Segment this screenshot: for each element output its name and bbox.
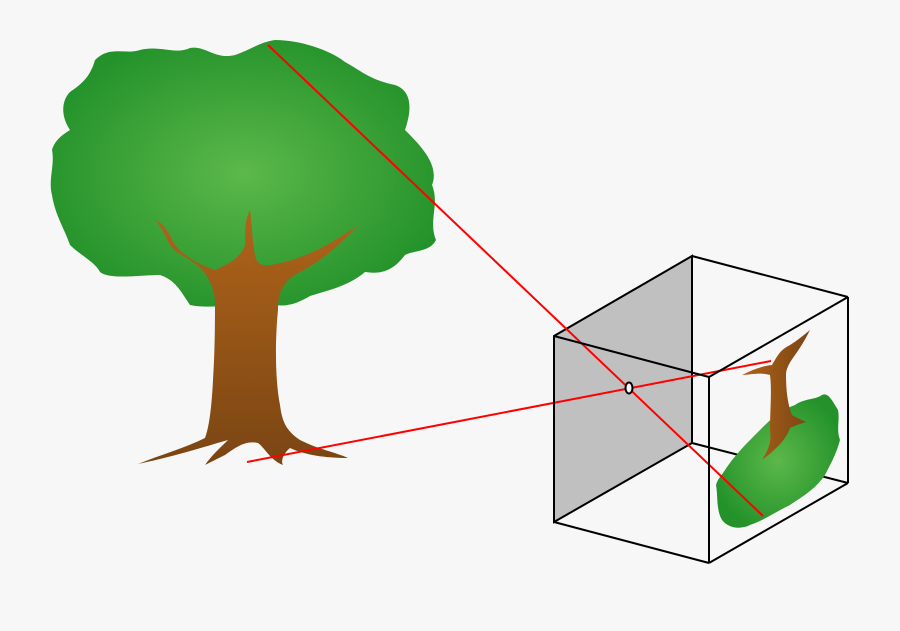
image-trunk (742, 330, 810, 460)
light-rays (246, 44, 772, 517)
tree-trunk (138, 210, 358, 465)
box-edge (553, 335, 710, 378)
tree-object (50, 40, 436, 465)
ray-top-to-bottom (267, 44, 764, 517)
ray-bottom-to-top (246, 360, 772, 463)
box-edge (708, 482, 849, 564)
image-canopy (716, 394, 840, 528)
inverted-tree-image (716, 330, 840, 528)
box-edge (553, 521, 710, 564)
camera-box-edges (553, 255, 849, 564)
box-edge (691, 255, 849, 298)
box-edge (708, 296, 849, 378)
pinhole-aperture (624, 381, 634, 395)
